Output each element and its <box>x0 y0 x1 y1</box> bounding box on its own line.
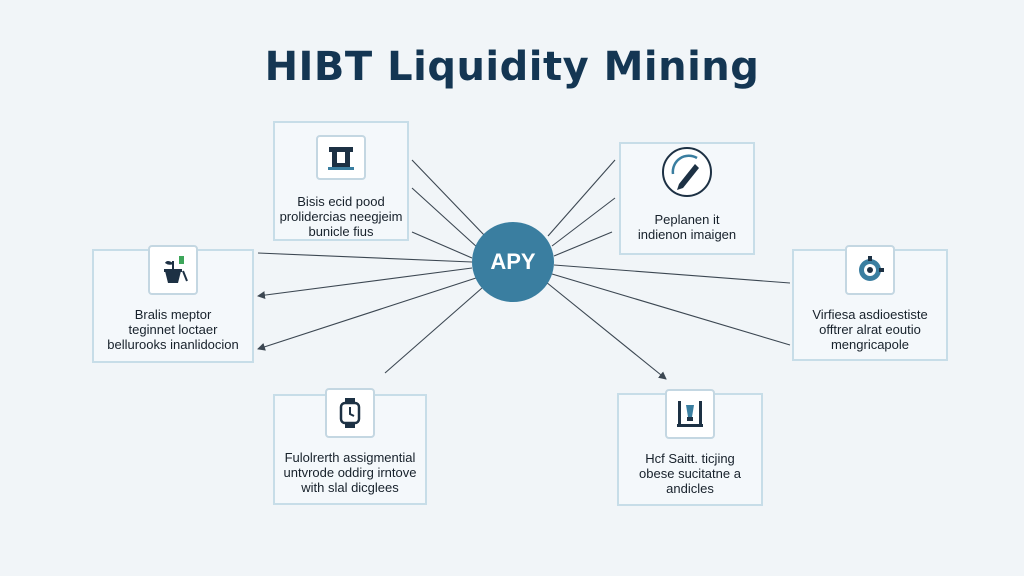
card-top-left-text: Bisis ecid pood prolidercias neegjeim bu… <box>279 194 403 239</box>
page-title: HIBT Liquidity Mining <box>264 44 760 90</box>
card-bottom-right: Hcf Saitt. ticjing obese sucitatne a and… <box>617 389 763 506</box>
connector-line <box>553 231 613 257</box>
connector-line <box>411 231 473 259</box>
card-mid-right-text: Virfiesa asdioestiste offtrer alrat eout… <box>812 307 928 352</box>
card-mid-left: Bralis meptor teginnet loctaer bellurook… <box>92 245 254 363</box>
connector-line <box>411 159 486 237</box>
connector-line <box>411 187 479 249</box>
card-top-right: Peplanen it indienon imaigen <box>619 142 755 255</box>
connector-line <box>384 287 483 374</box>
gear-badge-icon <box>845 245 895 295</box>
connector-line <box>545 281 667 380</box>
card-mid-left-text: Bralis meptor teginnet loctaer bellurook… <box>107 307 239 352</box>
connector-line <box>257 252 473 263</box>
card-bottom-right-text: Hcf Saitt. ticjing obese sucitatne a and… <box>639 451 741 496</box>
connector-line <box>547 159 616 237</box>
card-bottom-left: Fulolrerth assigmential untvrode oddirg … <box>273 388 427 505</box>
card-top-left: Bisis ecid pood prolidercias neegjeim bu… <box>273 121 409 241</box>
lab-stand-icon <box>665 389 715 439</box>
connector-line <box>551 273 791 346</box>
apy-hub: APY <box>472 222 554 302</box>
connector-line <box>257 277 477 351</box>
connector-line <box>553 264 791 284</box>
watch-icon <box>325 388 375 438</box>
card-top-right-text: Peplanen it indienon imaigen <box>637 212 737 242</box>
connector-line <box>551 197 616 247</box>
plant-pot-icon <box>148 245 198 295</box>
card-mid-right: Virfiesa asdioestiste offtrer alrat eout… <box>792 245 948 361</box>
card-bottom-left-text: Fulolrerth assigmential untvrode oddirg … <box>283 450 417 495</box>
bridge-icon <box>316 135 366 180</box>
pen-circle-icon <box>659 144 715 200</box>
connector-line <box>257 267 473 300</box>
